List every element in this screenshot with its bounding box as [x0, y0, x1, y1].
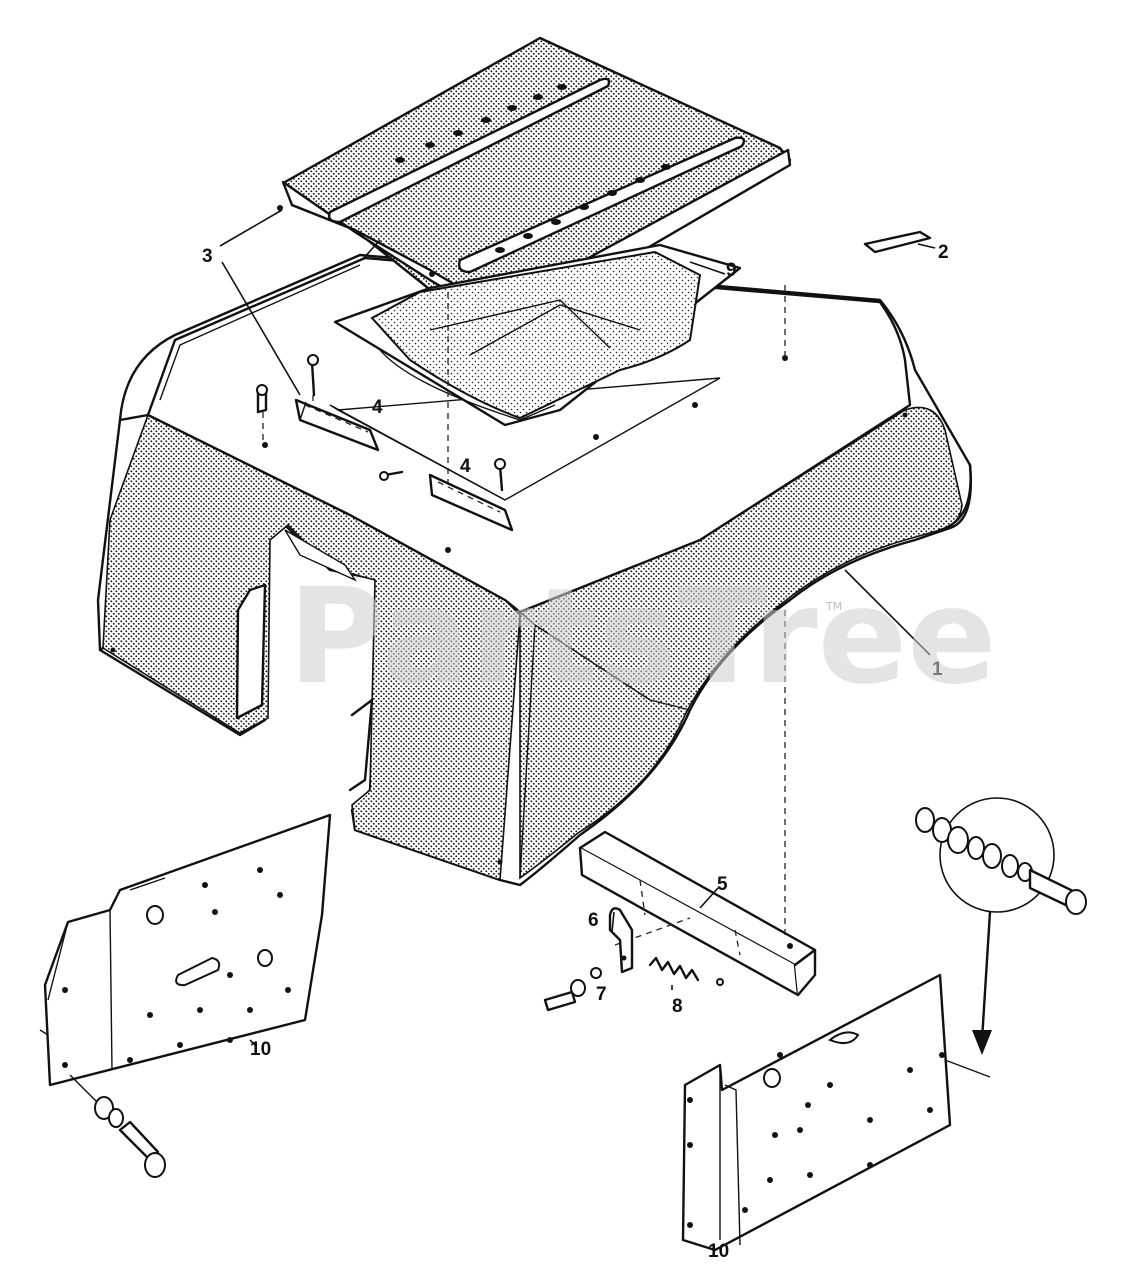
label-part-9: 9 — [726, 260, 737, 281]
hinge-left — [294, 398, 380, 452]
bolt-washer-7 — [543, 967, 602, 1012]
label-part-3: 3 — [202, 246, 213, 267]
part-labels: 1 2 3 4 4 5 6 7 8 9 10 10 — [202, 242, 949, 1262]
label-part-4-right: 4 — [460, 456, 471, 477]
watermark-tm: TM — [825, 600, 842, 613]
grille-holes — [395, 84, 671, 253]
leader-lines — [219, 209, 936, 1046]
left-side-panel — [39, 813, 332, 1087]
hood-left-side-panel — [102, 413, 521, 882]
hinge-right — [428, 473, 514, 532]
label-part-10-right: 10 — [708, 1241, 729, 1262]
bolt-detail-callout — [915, 797, 1087, 1055]
hood-right-side-panel — [519, 406, 963, 880]
small-key-part — [863, 230, 932, 254]
label-part-10-left: 10 — [250, 1039, 271, 1060]
label-part-2: 2 — [938, 242, 949, 263]
latch-bracket — [608, 907, 634, 974]
label-part-8: 8 — [672, 996, 683, 1017]
watermark-text: PartsTree — [288, 560, 997, 714]
carriage-bolt-left — [69, 1074, 166, 1178]
label-part-5: 5 — [717, 874, 728, 895]
label-part-4-left: 4 — [372, 397, 383, 418]
label-part-6: 6 — [588, 910, 599, 931]
cross-bar — [578, 610, 817, 997]
spring-8 — [648, 956, 724, 986]
screw-fasteners — [256, 285, 786, 492]
seat-pan — [333, 243, 742, 427]
right-side-panel — [681, 973, 991, 1252]
label-part-1: 1 — [932, 659, 943, 680]
watermark: PartsTree TM — [288, 560, 997, 714]
label-part-7: 7 — [596, 984, 607, 1005]
